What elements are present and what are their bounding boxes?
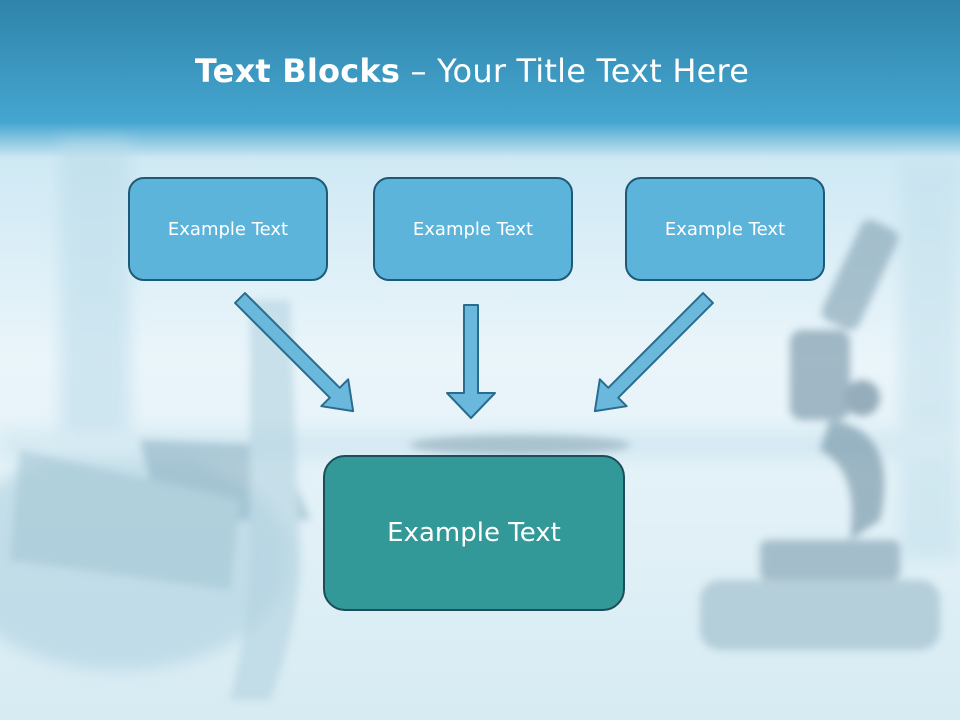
text-block-top-center[interactable]: Example Text <box>373 177 573 281</box>
text-block-label: Example Text <box>412 218 534 240</box>
arrow-left-diagonal <box>234 292 355 413</box>
text-block-top-left[interactable]: Example Text <box>128 177 328 281</box>
arrow-right-diagonal <box>593 292 714 413</box>
title-rest: Your Title Text Here <box>437 52 750 90</box>
text-block-label: Example Text <box>167 218 289 240</box>
page-title: Text Blocks – Your Title Text Here <box>0 52 944 90</box>
text-block-top-right[interactable]: Example Text <box>625 177 825 281</box>
arrow-center-down <box>446 304 496 419</box>
title-separator: – <box>400 52 438 90</box>
title-bold-part: Text Blocks <box>194 52 401 90</box>
text-block-bottom[interactable]: Example Text <box>323 455 625 611</box>
text-block-label: Example Text <box>387 518 561 548</box>
text-block-label: Example Text <box>664 218 786 240</box>
